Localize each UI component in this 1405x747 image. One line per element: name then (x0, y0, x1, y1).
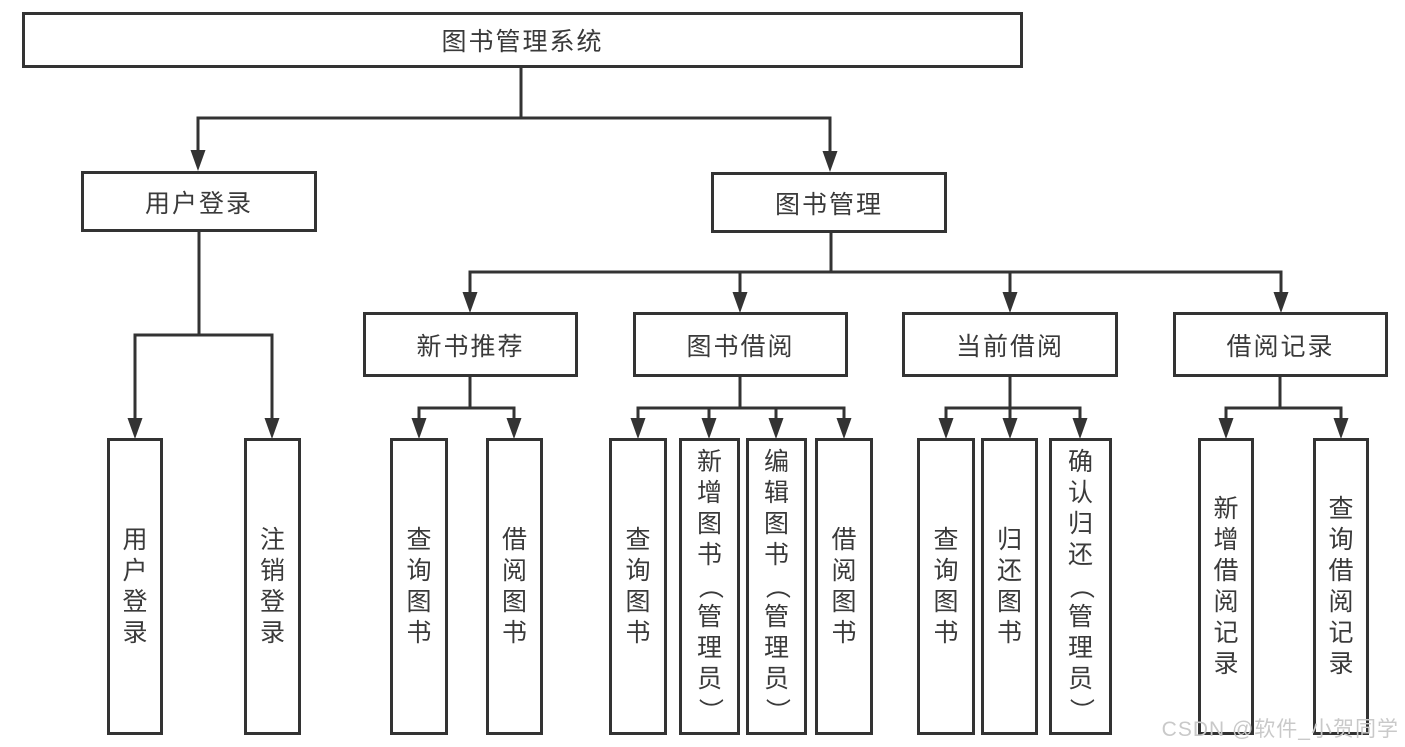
leaf-return-books: 归还图书 (981, 438, 1038, 735)
leaf-add-books-admin: 新增图书（管理员） (679, 438, 740, 735)
leaf-borrow-query-books-label: 查询图书 (625, 525, 651, 647)
leaf-user-login: 用户登录 (107, 438, 163, 735)
leaf-confirm-return-admin: 确认归还（管理员） (1049, 438, 1112, 735)
node-book-management-label: 图书管理 (774, 190, 883, 219)
leaf-newbook-borrow-books: 借阅图书 (486, 438, 543, 735)
node-borrow-records-label: 借阅记录 (1226, 332, 1335, 361)
leaf-query-borrow-record-label: 查询借阅记录 (1328, 494, 1354, 678)
node-current-borrow-label: 当前借阅 (955, 332, 1064, 361)
leaf-newbook-query-books-label: 查询图书 (406, 525, 432, 647)
node-book-borrow: 图书借阅 (633, 312, 848, 377)
leaf-borrow-query-books: 查询图书 (609, 438, 667, 735)
leaf-borrow-borrow-books: 借阅图书 (815, 438, 873, 735)
csdn-watermark: CSDN @软件_小贺同学 (1161, 718, 1399, 741)
leaf-current-query-books: 查询图书 (917, 438, 975, 735)
leaf-edit-books-admin: 编辑图书（管理员） (746, 438, 807, 735)
leaf-add-books-admin-label: 新增图书（管理员） (695, 448, 724, 724)
node-new-book-recommend-label: 新书推荐 (416, 332, 525, 361)
node-borrow-records: 借阅记录 (1173, 312, 1388, 377)
leaf-newbook-borrow-books-label: 借阅图书 (501, 525, 527, 647)
node-book-borrow-label: 图书借阅 (686, 332, 795, 361)
leaf-logout-login-label: 注销登录 (259, 525, 285, 647)
leaf-return-books-label: 归还图书 (996, 525, 1022, 647)
node-book-management: 图书管理 (711, 172, 947, 233)
leaf-logout-login: 注销登录 (244, 438, 301, 735)
node-root-label: 图书管理系统 (441, 28, 604, 56)
node-user-login: 用户登录 (81, 171, 317, 232)
leaf-user-login-label: 用户登录 (122, 525, 148, 647)
leaf-borrow-borrow-books-label: 借阅图书 (831, 525, 857, 647)
node-user-login-label: 用户登录 (144, 189, 253, 218)
leaf-query-borrow-record: 查询借阅记录 (1313, 438, 1369, 735)
leaf-newbook-query-books: 查询图书 (390, 438, 448, 735)
node-current-borrow: 当前借阅 (902, 312, 1118, 377)
node-root-library-system: 图书管理系统 (22, 12, 1023, 68)
leaf-add-borrow-record-label: 新增借阅记录 (1213, 494, 1239, 678)
leaf-confirm-return-admin-label: 确认归还（管理员） (1066, 448, 1095, 724)
leaf-add-borrow-record: 新增借阅记录 (1198, 438, 1254, 735)
node-new-book-recommend: 新书推荐 (363, 312, 578, 377)
leaf-edit-books-admin-label: 编辑图书（管理员） (762, 448, 791, 724)
leaf-current-query-books-label: 查询图书 (933, 525, 959, 647)
